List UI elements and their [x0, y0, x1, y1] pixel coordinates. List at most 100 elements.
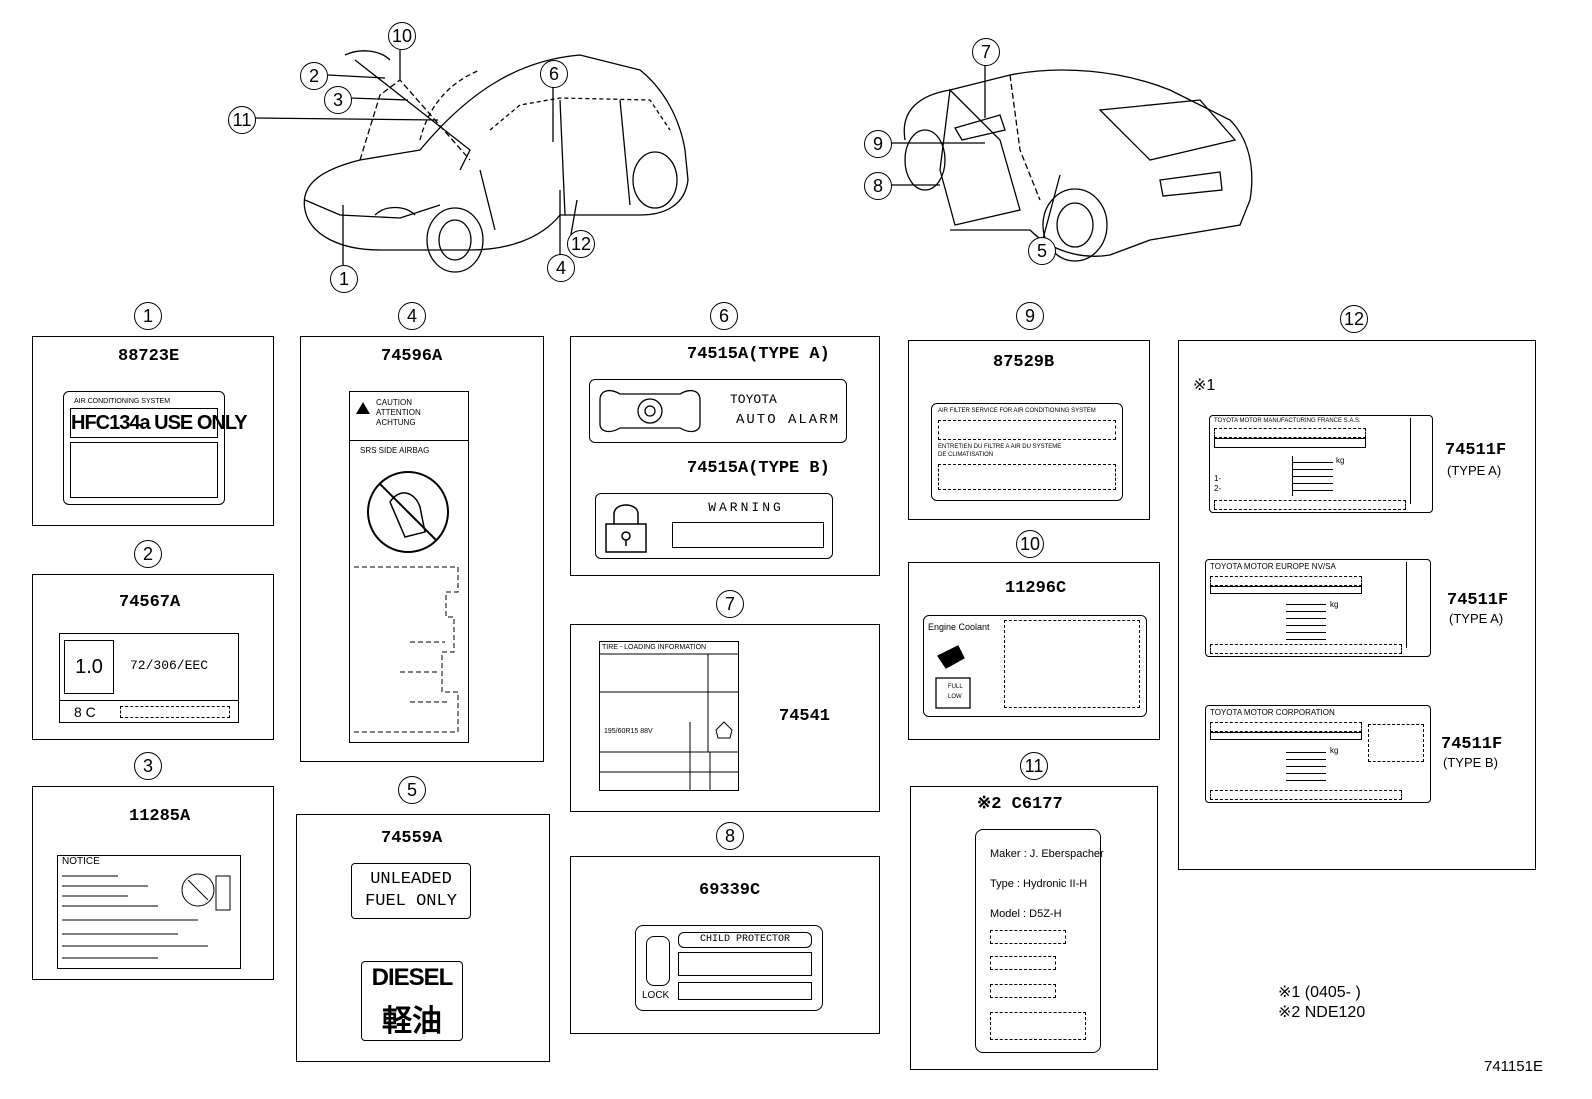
panel-3-part-number: 11285A [129, 807, 191, 826]
diesel-text: DIESEL [371, 964, 454, 991]
emission-row2-blank [120, 706, 230, 718]
id-plate-type-b: TOYOTA MOTOR CORPORATION kg [1205, 705, 1431, 803]
callout-4: 4 [547, 254, 575, 282]
panel-6: 74515A(TYPE A) TOYOTA AUTO ALARM 74515A(… [570, 336, 880, 576]
panel-2-part-number: 74567A [119, 593, 181, 612]
plate-a2-type: (TYPE A) [1449, 611, 1504, 626]
warning-blank-area [672, 522, 824, 548]
child-protector-blank-2 [678, 982, 812, 1000]
coolant-full-text: FULL [948, 684, 963, 690]
srs-side-airbag-text: SRS SIDE AIRBAG [360, 446, 430, 455]
tire-label-title: TIRE - LOADING INFORMATION [602, 644, 707, 651]
panel-6-part-number-b: 74515A(TYPE B) [687, 459, 830, 478]
air-filter-line3: DE CLIMATISATION [938, 452, 994, 458]
notice-label: NOTICE [57, 855, 241, 969]
ac-label-header: AIR CONDITIONING SYSTEM [74, 398, 171, 405]
heater-label: Maker : J. Eberspacher Type : Hydronic I… [975, 829, 1104, 1053]
callout-5: 5 [1028, 237, 1056, 265]
panel-10-callout: 10 [1016, 530, 1044, 558]
callout-10: 10 [388, 22, 416, 50]
figure-id: 741151E [1484, 1058, 1543, 1075]
panel-7-callout: 7 [716, 590, 744, 618]
heater-maker: Maker : J. Eberspacher [990, 848, 1104, 860]
panel-8-callout: 8 [716, 822, 744, 850]
panel-4-part-number: 74596A [381, 347, 443, 366]
panel-1-part-number: 88723E [118, 347, 180, 366]
plate-b-type: (TYPE B) [1443, 755, 1498, 770]
child-lock-text: LOCK [642, 990, 670, 1001]
ac-label-refrigerant: HFC134a USE ONLY [70, 408, 248, 438]
diesel-kanji: 軽油 [382, 1004, 442, 1039]
panel-7-part-number: 74541 [779, 707, 831, 726]
child-protector-label: LOCK CHILD PROTECTOR [635, 925, 823, 1011]
panel-3: 11285A NOTICE [32, 786, 274, 980]
panel-8: 69339C LOCK CHILD PROTECTOR [570, 856, 880, 1034]
attention-text: ATTENTION [376, 408, 421, 417]
heater-type: Type : Hydronic II-H [990, 878, 1088, 890]
panel-10-part-number: 11296C [1005, 579, 1067, 598]
child-protector-title: CHILD PROTECTOR [678, 932, 812, 948]
panel-4-callout: 4 [398, 302, 426, 330]
unleaded-line1: UNLEADED [370, 870, 452, 889]
panel-5-callout: 5 [398, 776, 426, 804]
panel-6-part-number-a: 74515A(TYPE A) [687, 345, 830, 364]
panel-11-callout: 11 [1020, 752, 1048, 780]
srs-airbag-label: CAUTION ATTENTION ACHTUNG SRS SIDE AIRBA… [349, 391, 469, 743]
id-plate-type-a1: TOYOTA MOTOR MANUFACTURING FRANCE S.A.S.… [1209, 415, 1433, 513]
callout-9: 9 [864, 130, 892, 158]
tire-label: TIRE - LOADING INFORMATION 195/60R15 88V [599, 641, 739, 791]
panel-8-part-number: 69339C [699, 881, 761, 900]
callout-6: 6 [540, 60, 568, 88]
unleaded-label: UNLEADED FUEL ONLY [351, 863, 471, 919]
plate-b-title: TOYOTA MOTOR CORPORATION [1210, 708, 1335, 717]
panel-5-part-number: 74559A [381, 829, 443, 848]
diesel-label: DIESEL 軽油 [361, 961, 463, 1041]
callout-2: 2 [300, 62, 328, 90]
panel-2: 74567A 1.0 72/306/EEC 8 C [32, 574, 274, 740]
warning-triangle-icon [356, 402, 370, 414]
panel-7: TIRE - LOADING INFORMATION 195/60R15 88V… [570, 624, 880, 812]
car-alarm-icon [599, 389, 701, 433]
plate-a1-part-number: 74511F [1445, 441, 1507, 460]
callout-3: 3 [324, 86, 352, 114]
auto-alarm-label: TOYOTA AUTO ALARM [589, 379, 847, 443]
panel-3-callout: 3 [134, 752, 162, 780]
emission-value: 1.0 [64, 640, 114, 694]
footnote-1: ※1 (0405- ) [1278, 984, 1361, 1001]
panel-9: 87529B AIR FILTER SERVICE FOR AIR CONDIT… [908, 340, 1150, 520]
plate-a1-title: TOYOTA MOTOR MANUFACTURING FRANCE S.A.S. [1214, 418, 1361, 424]
engine-coolant-label: Engine Coolant FULL LOW [923, 615, 1147, 717]
ac-label: AIR CONDITIONING SYSTEM HFC134a USE ONLY [63, 391, 248, 505]
panel-9-part-number: 87529B [993, 353, 1055, 372]
panel-1-callout: 1 [134, 302, 162, 330]
air-filter-label: AIR FILTER SERVICE FOR AIR CONDITIONING … [931, 403, 1123, 501]
warning-text: WARNING [708, 500, 784, 515]
alarm-brand: TOYOTA [730, 392, 777, 407]
panel-2-callout: 2 [134, 540, 162, 568]
panel-11: ※2 C6177 Maker : J. Eberspacher Type : H… [910, 786, 1158, 1070]
padlock-icon [605, 504, 647, 553]
achtung-text: ACHTUNG [376, 418, 416, 427]
plate-a2-kg: kg [1330, 600, 1339, 609]
plate-b-kg: kg [1330, 746, 1339, 755]
no-child-seat-icon [354, 471, 459, 733]
plate-a2-part-number: 74511F [1447, 591, 1509, 610]
footnote-2: ※2 NDE120 [1278, 1004, 1366, 1021]
alarm-text: AUTO ALARM [736, 412, 841, 428]
caution-text: CAUTION [376, 398, 412, 407]
emission-row2-label: 8 C [74, 704, 96, 720]
child-protector-blank-1 [678, 952, 812, 976]
unleaded-line2: FUEL ONLY [365, 892, 457, 911]
panel-12-callout: 12 [1340, 305, 1368, 333]
panel-5: 74559A UNLEADED FUEL ONLY DIESEL 軽油 [296, 814, 550, 1062]
ac-label-blank-area [70, 442, 218, 498]
caution-header: CAUTION ATTENTION ACHTUNG [350, 392, 468, 441]
panel-9-callout: 9 [1016, 302, 1044, 330]
plate-a2-title: TOYOTA MOTOR EUROPE NV/SA [1210, 562, 1336, 571]
plate-a1-kg: kg [1336, 456, 1345, 465]
panel-11-part-number: ※2 C6177 [977, 795, 1063, 814]
emission-label: 1.0 72/306/EEC 8 C [59, 633, 239, 723]
plate-a1-row1: 1- [1214, 474, 1222, 483]
id-plate-type-a2: TOYOTA MOTOR EUROPE NV/SA kg [1205, 559, 1431, 657]
tire-size-text: 195/60R15 88V [604, 728, 653, 735]
